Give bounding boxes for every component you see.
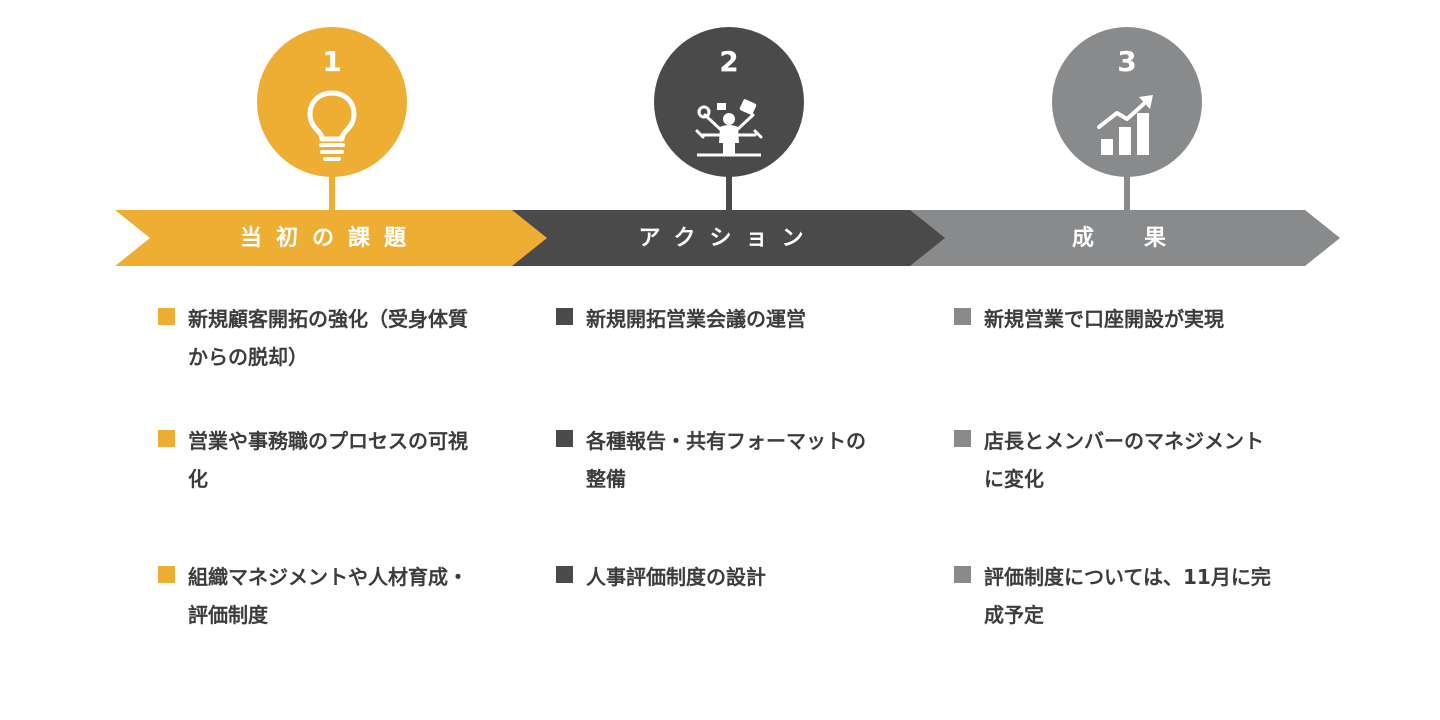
list-item: 新規営業で口座開設が実現 <box>954 300 1274 422</box>
growth-chart-icon <box>1097 95 1153 155</box>
list-item-text: 評価制度については、11月に完成予定 <box>984 565 1271 627</box>
stage-2-label: アクション <box>638 226 818 251</box>
stage-2-list: 新規開拓営業会議の運営 各種報告・共有フォーマットの整備 人事評価制度の設計 <box>556 300 876 596</box>
lightbulb-icon <box>307 90 357 161</box>
stage-1-label: 当初の課題 <box>239 226 420 251</box>
bullet-square <box>556 566 573 583</box>
bullet-square <box>954 308 971 325</box>
stage-3-stem <box>1124 170 1130 216</box>
bullet-square <box>556 308 573 325</box>
stage-1-number: 1 <box>322 45 342 78</box>
stage-1-circle: 1 <box>257 27 407 177</box>
list-item: 営業や事務職のプロセスの可視化 <box>158 422 478 558</box>
list-item: 新規開拓営業会議の運営 <box>556 300 876 422</box>
stage-3-circle: 3 <box>1052 27 1202 177</box>
arrow-segment-1 <box>115 210 550 266</box>
list-item-text: 組織マネジメントや人材育成・評価制度 <box>188 565 468 627</box>
list-item: 店長とメンバーのマネジメントに変化 <box>954 422 1274 558</box>
stage-1-stem <box>329 170 335 216</box>
list-item: 評価制度については、11月に完成予定 <box>954 558 1274 634</box>
list-item-text: 各種報告・共有フォーマットの整備 <box>586 429 866 491</box>
list-item-text: 新規営業で口座開設が実現 <box>984 307 1224 331</box>
list-item: 組織マネジメントや人材育成・評価制度 <box>158 558 478 634</box>
arrow-segment-2 <box>512 210 950 266</box>
multitasking-person-icon <box>695 99 763 157</box>
stage-1-list: 新規顧客開拓の強化（受身体質からの脱却） 営業や事務職のプロセスの可視化 組織マ… <box>158 300 478 634</box>
list-item: 各種報告・共有フォーマットの整備 <box>556 422 876 558</box>
bullet-square <box>954 566 971 583</box>
bullet-square <box>556 430 573 447</box>
stage-2-stem <box>726 170 732 216</box>
bullet-square <box>158 308 175 325</box>
bullet-square <box>158 430 175 447</box>
stage-2-circle: 2 <box>654 27 804 177</box>
arrow-segment-3 <box>910 210 1340 266</box>
list-item: 新規顧客開拓の強化（受身体質からの脱却） <box>158 300 478 422</box>
list-item-text: 店長とメンバーのマネジメントに変化 <box>984 429 1264 491</box>
list-item-text: 人事評価制度の設計 <box>586 565 766 589</box>
bullet-square <box>158 566 175 583</box>
stage-2-number: 2 <box>719 45 739 78</box>
stage-3-number: 3 <box>1117 45 1137 78</box>
list-item: 人事評価制度の設計 <box>556 558 876 596</box>
list-item-text: 新規顧客開拓の強化（受身体質からの脱却） <box>188 307 468 369</box>
stage-3-label: 成 果 <box>1071 226 1180 251</box>
stage-3-list: 新規営業で口座開設が実現 店長とメンバーのマネジメントに変化 評価制度については… <box>954 300 1274 634</box>
list-item-text: 新規開拓営業会議の運営 <box>586 307 806 331</box>
bullet-square <box>954 430 971 447</box>
list-item-text: 営業や事務職のプロセスの可視化 <box>188 429 468 491</box>
